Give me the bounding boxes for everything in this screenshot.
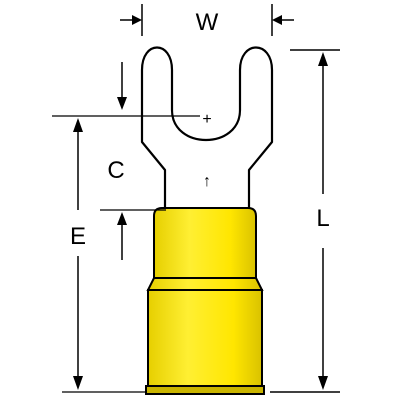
barrel-lower — [147, 289, 263, 389]
length-label: L — [316, 205, 329, 232]
direction-arrow-mark: ↑ — [203, 173, 211, 190]
clearance-label: C — [107, 157, 124, 184]
width-dimension — [120, 4, 294, 36]
insulated-barrel — [145, 207, 265, 395]
barrel-shoulder — [146, 277, 264, 291]
spade-fork-outline — [140, 46, 274, 208]
entry-label: E — [70, 223, 86, 250]
entry-dimension — [62, 118, 146, 393]
stud-center-mark: + — [202, 111, 211, 128]
barrel-upper — [153, 207, 257, 279]
barrel-end-flange — [145, 385, 265, 395]
length-dimension — [270, 49, 340, 393]
width-label: W — [196, 9, 219, 36]
clearance-dimension — [52, 62, 200, 260]
